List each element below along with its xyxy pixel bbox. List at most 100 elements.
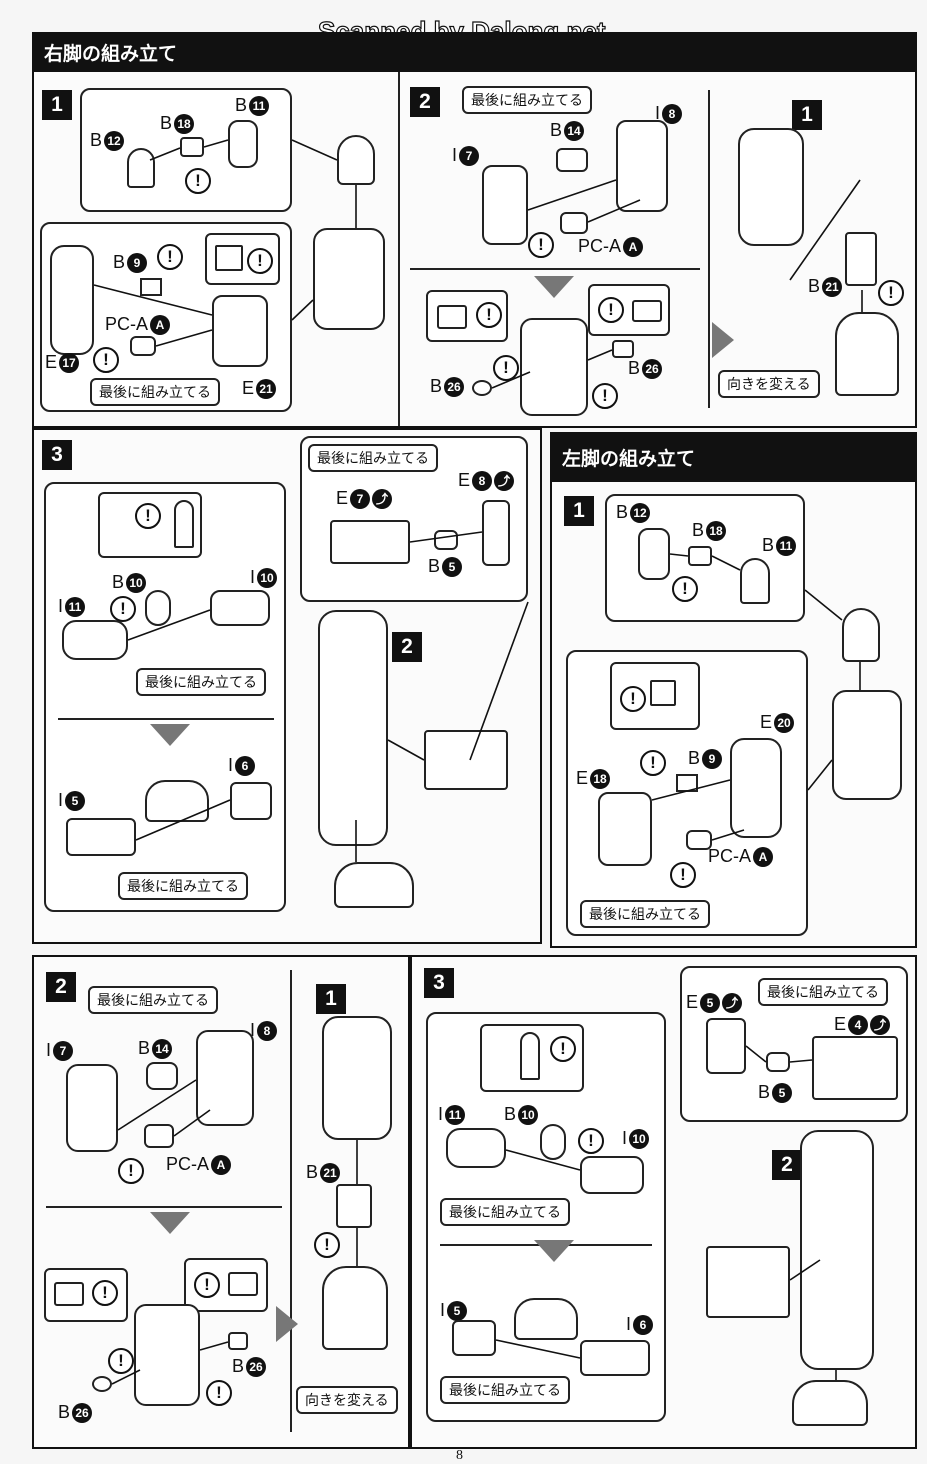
- part-drawing: [540, 1124, 566, 1160]
- part-drawing: [730, 738, 782, 838]
- part-drawing: [50, 245, 94, 355]
- part-drawing: [230, 782, 272, 820]
- part-drawing: [556, 148, 588, 172]
- rotate-note: 向きを変える: [718, 370, 820, 398]
- caution-icon: !: [672, 576, 698, 602]
- part-drawing: [228, 1272, 258, 1296]
- step-number: 1: [564, 496, 594, 526]
- part-drawing: [434, 530, 458, 550]
- part-drawing: [446, 1128, 506, 1168]
- part-drawing: [322, 1016, 392, 1140]
- caution-icon: !: [640, 750, 666, 776]
- part-drawing: [706, 1018, 746, 1074]
- part-drawing: [800, 1130, 874, 1370]
- part-drawing: [144, 1124, 174, 1148]
- part-drawing: [212, 295, 268, 367]
- part-drawing: [650, 680, 676, 706]
- part-drawing: [706, 1246, 790, 1318]
- part-drawing: [424, 730, 508, 790]
- arrow-down-icon: [150, 724, 190, 746]
- assemble-last-note: 最後に組み立てる: [440, 1376, 570, 1404]
- part-drawing: [792, 1380, 868, 1426]
- part-drawing: [580, 1156, 644, 1194]
- right-leg-title: 右脚の組み立て: [32, 32, 917, 72]
- arrow-down-icon: [150, 1212, 190, 1234]
- part-drawing: [130, 336, 156, 356]
- caution-icon: !: [157, 244, 183, 270]
- assemble-last-note: 最後に組み立てる: [440, 1198, 570, 1226]
- part-drawing: [560, 212, 588, 234]
- step-number: 2: [392, 632, 422, 662]
- left-leg-title: 左脚の組み立て: [550, 432, 917, 482]
- assemble-last-note: 最後に組み立てる: [308, 444, 438, 472]
- part-drawing: [514, 1298, 578, 1340]
- step-number: 2: [772, 1150, 802, 1180]
- arrow-down-icon: [534, 276, 574, 298]
- step-number: 3: [424, 968, 454, 998]
- part-drawing: [62, 620, 128, 660]
- part-drawing: [452, 1320, 496, 1356]
- part-drawing: [766, 1052, 790, 1072]
- part-drawing: [210, 590, 270, 626]
- part-drawing: [134, 1304, 200, 1406]
- step-number: 1: [42, 90, 72, 120]
- part-drawing: [598, 792, 652, 866]
- part-drawing: [437, 305, 467, 329]
- part-drawing: [472, 380, 492, 396]
- part-drawing: [196, 1030, 254, 1126]
- part-drawing: [145, 590, 171, 626]
- part-drawing: [520, 1032, 540, 1080]
- part-drawing: [482, 500, 510, 566]
- rotate-note: 向きを変える: [296, 1386, 398, 1414]
- part-drawing: [842, 608, 880, 662]
- divider: [708, 90, 710, 408]
- part-drawing: [632, 300, 662, 322]
- caution-icon: !: [314, 1232, 340, 1258]
- part-drawing: [686, 830, 712, 850]
- caution-icon: !: [194, 1272, 220, 1298]
- part-drawing: [228, 1332, 248, 1350]
- part-drawing: [482, 165, 528, 245]
- caution-icon: !: [528, 232, 554, 258]
- part-drawing: [140, 278, 162, 296]
- assemble-last-note: 最後に組み立てる: [462, 86, 592, 114]
- part-drawing: [174, 500, 194, 548]
- step-number: 2: [410, 87, 440, 117]
- divider: [58, 718, 274, 720]
- arrow-down-icon: [534, 1240, 574, 1262]
- part-drawing: [54, 1282, 84, 1306]
- part-drawing: [845, 232, 877, 286]
- caution-icon: !: [476, 302, 502, 328]
- part-drawing: [580, 1340, 650, 1376]
- part-drawing: [738, 128, 804, 246]
- caution-icon: !: [878, 280, 904, 306]
- part-drawing: [322, 1266, 388, 1350]
- part-drawing: [66, 818, 136, 856]
- assemble-last-note: 最後に組み立てる: [580, 900, 710, 928]
- part-drawing: [92, 1376, 112, 1392]
